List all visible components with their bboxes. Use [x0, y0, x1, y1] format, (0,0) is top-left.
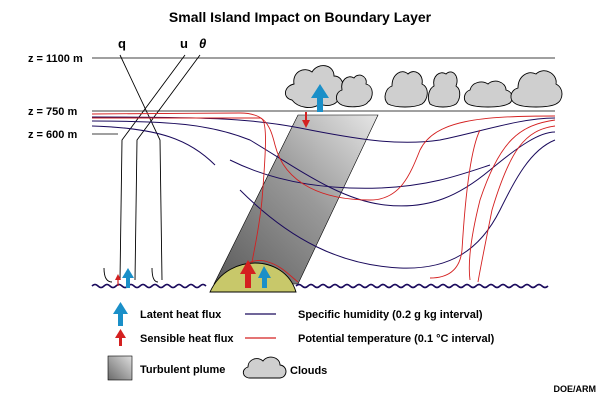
island — [209, 262, 297, 293]
level-label-600: z = 600 m — [28, 129, 77, 141]
cloud-6 — [510, 70, 563, 108]
diagram-title: Small Island Impact on Boundary Layer — [169, 9, 432, 25]
upwind-profiles: q u θ — [103, 36, 206, 283]
surface-profile-hooks — [103, 267, 159, 283]
legend-clouds-label: Clouds — [290, 365, 327, 377]
humidity-profile-line — [119, 54, 163, 281]
sea-surface — [91, 283, 549, 289]
profile-label-theta: θ — [199, 36, 206, 51]
cloud-flux-arrows — [302, 84, 329, 128]
theta-profile-line — [134, 54, 201, 281]
cloud-5 — [463, 80, 513, 108]
credit-text: DOE/ARM — [554, 384, 597, 394]
cloud-3 — [384, 71, 428, 108]
legend-sensible-icon — [115, 329, 126, 346]
legend-cloud-icon — [242, 356, 287, 379]
surface-flux-arrows — [115, 260, 271, 288]
legend-plume-swatch — [107, 355, 133, 381]
profile-label-q: q — [118, 36, 126, 51]
height-levels: z = 1100 m z = 750 m z = 600 m — [28, 53, 555, 141]
cloud-row — [285, 65, 563, 108]
legend-latent-label: Latent heat flux — [140, 309, 222, 321]
legend-temperature-label: Potential temperature (0.1 °C interval) — [298, 333, 495, 345]
level-label-1100: z = 1100 m — [28, 53, 83, 65]
profile-label-u: u — [180, 36, 188, 51]
cloud-4 — [427, 71, 461, 108]
cloud-1 — [285, 65, 344, 108]
legend-humidity-label: Specific humidity (0.2 g kg interval) — [298, 309, 483, 321]
legend: Latent heat flux Sensible heat flux Spec… — [107, 302, 495, 381]
level-label-750: z = 750 m — [28, 106, 77, 118]
legend-latent-icon — [113, 302, 128, 326]
wind-profile-line — [119, 54, 186, 281]
legend-plume-label: Turbulent plume — [140, 364, 225, 376]
legend-sensible-label: Sensible heat flux — [140, 333, 234, 345]
cloud-2 — [335, 74, 373, 108]
